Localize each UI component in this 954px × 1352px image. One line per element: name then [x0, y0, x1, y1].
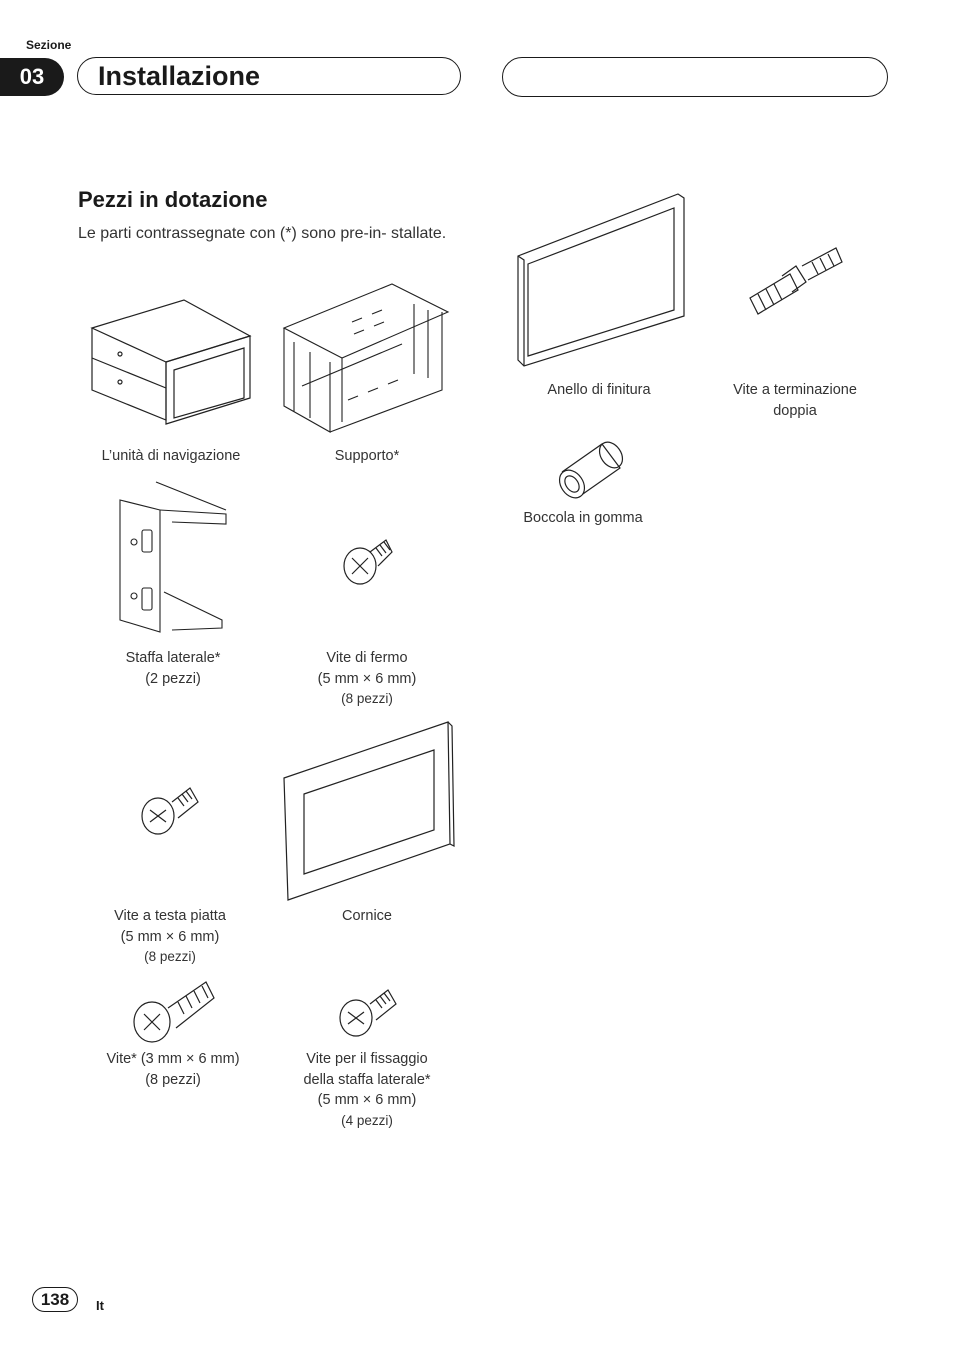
screw-illustration — [132, 980, 216, 1046]
caption-frame: Cornice — [247, 906, 487, 927]
section-heading: Pezzi in dotazione — [78, 187, 268, 212]
side-bracket-illustration — [116, 480, 232, 642]
page-title: Installazione — [98, 61, 261, 91]
caption-line: Vite per il fissaggio — [306, 1051, 428, 1067]
rubber-bush-illustration — [558, 438, 626, 500]
section-label: Sezione — [26, 38, 72, 52]
caption-line: Vite* (3 mm × 6 mm) — [106, 1051, 240, 1067]
caption-line: della staffa laterale* — [303, 1071, 431, 1088]
caption-double-ended-screw: Vite a terminazione doppia — [675, 380, 915, 421]
frame-illustration — [282, 720, 452, 902]
language-code: It — [96, 1298, 104, 1313]
side-bracket-screw-illustration — [338, 986, 398, 1040]
caption-line: (5 mm × 6 mm) — [317, 670, 417, 687]
stop-screw-illustration — [342, 536, 394, 588]
caption-flat-head-screw: Vite a testa piatta (5 mm × 6 mm) (8 pez… — [50, 906, 290, 968]
title-pill — [77, 57, 461, 95]
double-ended-screw-illustration — [746, 246, 844, 318]
caption-line: Cornice — [342, 908, 392, 924]
caption-navigation-unit: L’unità di navigazione — [51, 446, 291, 467]
caption-support: Supporto* — [247, 446, 487, 467]
support-illustration — [282, 282, 452, 440]
caption-line: Vite a testa piatta — [114, 908, 226, 924]
caption-line: Vite a terminazione — [733, 382, 857, 398]
flat-head-screw-illustration — [140, 784, 200, 836]
caption-line: Anello di finitura — [547, 382, 651, 398]
caption-line: Vite di fermo — [326, 650, 408, 666]
caption-quantity: (4 pezzi) — [341, 1112, 393, 1128]
caption-line: Supporto* — [334, 448, 400, 464]
page-number: 138 — [32, 1287, 78, 1312]
caption-line: (5 mm × 6 mm) — [317, 1092, 417, 1108]
intro-text: Le parti contrassegnate con (*) sono pre… — [78, 225, 447, 242]
trim-ring-illustration — [514, 190, 686, 370]
header-empty-pill — [502, 57, 888, 97]
caption-side-bracket: Staffa laterale* (2 pezzi) — [53, 648, 293, 689]
navigation-unit-illustration — [90, 298, 252, 426]
caption-line: doppia — [773, 402, 817, 419]
caption-quantity: (8 pezzi) — [341, 691, 393, 706]
caption-rubber-bush: Boccola in gomma — [463, 508, 703, 529]
section-number-badge: 03 — [0, 58, 64, 96]
caption-line: Staffa laterale* — [125, 650, 221, 666]
caption-line: Boccola in gomma — [523, 510, 643, 526]
caption-stop-screw: Vite di fermo (5 mm × 6 mm) (8 pezzi) — [247, 648, 487, 710]
caption-quantity: (8 pezzi) — [144, 949, 196, 964]
caption-screw: Vite* (3 mm × 6 mm) (8 pezzi) — [53, 1049, 293, 1090]
caption-side-bracket-screw: Vite per il fissaggio della staffa later… — [247, 1049, 487, 1131]
caption-line: (5 mm × 6 mm) — [120, 928, 220, 945]
caption-trim-ring: Anello di finitura — [479, 380, 719, 401]
caption-line: (8 pezzi) — [145, 1071, 201, 1088]
caption-line: (2 pezzi) — [145, 670, 201, 687]
caption-line: L’unità di navigazione — [101, 448, 241, 464]
